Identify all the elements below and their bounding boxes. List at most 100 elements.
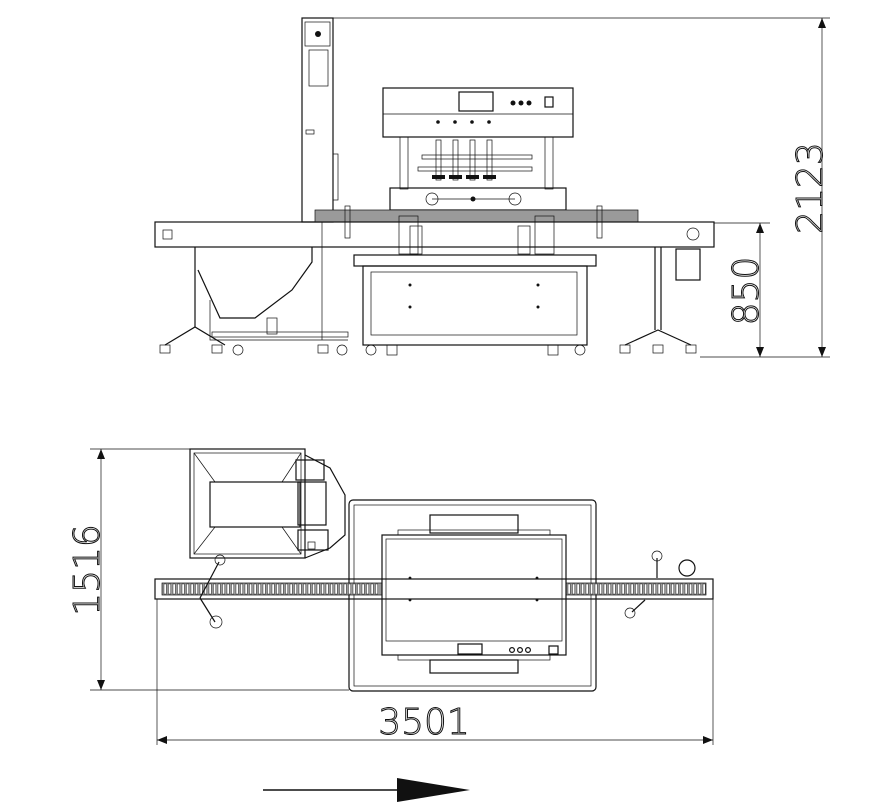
conveyor-slat <box>639 583 643 595</box>
conveyor-slat <box>671 583 674 595</box>
conveyor-slat <box>222 583 225 595</box>
conveyor-slat <box>666 583 670 595</box>
dim-overall-height: 2123 <box>790 142 831 234</box>
motor-top <box>678 559 696 577</box>
dim-overall-depth: 1516 <box>67 524 108 616</box>
conveyor-slat <box>657 583 661 595</box>
conveyor-slat <box>316 583 320 595</box>
conveyor-slat <box>684 583 688 595</box>
conveyor-slat <box>334 583 338 595</box>
conveyor-slat <box>190 583 194 595</box>
dimension-850: 850 <box>714 222 770 357</box>
conveyor-slat <box>680 583 683 595</box>
conveyor-slat <box>244 583 248 595</box>
conveyor-slat <box>366 583 369 595</box>
conveyor-slat <box>339 583 342 595</box>
conveyor-slat <box>213 583 216 595</box>
conveyor-slat <box>675 583 679 595</box>
conveyor-slat <box>253 583 257 595</box>
conveyor-slat <box>312 583 315 595</box>
conveyor-slat <box>662 583 665 595</box>
top-view: 1516 3501 <box>67 448 714 745</box>
conveyor-slat <box>361 583 365 595</box>
table-top-frame <box>348 499 597 692</box>
conveyor-slat <box>626 583 629 595</box>
conveyor-slat <box>217 583 221 595</box>
guide-arms <box>199 550 696 629</box>
conveyor-slat <box>258 583 261 595</box>
conveyor-slat <box>689 583 692 595</box>
conveyor-slat <box>330 583 333 595</box>
conveyor-slat <box>240 583 243 595</box>
conveyor-slat <box>289 583 293 595</box>
machine-table <box>353 254 597 356</box>
conveyor-slat <box>298 583 302 595</box>
power-switch-icon <box>544 96 554 108</box>
conveyor-slat <box>262 583 266 595</box>
conveyor-slat <box>186 583 189 595</box>
capping-spindles <box>432 139 496 181</box>
motor <box>675 248 701 281</box>
conveyor-slat <box>249 583 252 595</box>
conveyor-slat <box>698 583 701 595</box>
conveyor-slat <box>635 583 638 595</box>
conveyor-slat <box>599 583 602 595</box>
conveyor-front <box>154 205 715 255</box>
dim-conveyor-height: 850 <box>726 257 767 326</box>
conveyor-slat <box>271 583 275 595</box>
conveyor-slat <box>231 583 234 595</box>
conveyor-slat <box>630 583 634 595</box>
conveyor-slat <box>608 583 611 595</box>
conveyor-slat <box>276 583 279 595</box>
dimension-3501: 3501 <box>156 599 714 745</box>
conveyor-slat <box>648 583 652 595</box>
conveyor-slat <box>590 583 593 595</box>
conveyor-slat <box>370 583 374 595</box>
conveyor-slat <box>168 583 171 595</box>
conveyor-slat <box>235 583 239 595</box>
conveyor-slat <box>199 583 203 595</box>
conveyor-slat <box>352 583 356 595</box>
dimension-2123: 2123 <box>333 17 832 358</box>
conveyor-slat <box>576 583 580 595</box>
conveyor-slat <box>321 583 324 595</box>
conveyor-slat <box>348 583 351 595</box>
conveyor-slat <box>303 583 306 595</box>
conveyor-slat <box>603 583 607 595</box>
hopper-stand <box>159 247 349 356</box>
right-stand <box>619 247 701 354</box>
conveyor-slat <box>294 583 297 595</box>
conveyor-slat <box>585 583 589 595</box>
capping-machine-top <box>381 514 567 674</box>
touch-screen <box>458 91 494 112</box>
conveyor-slat <box>567 583 571 595</box>
conveyor-slat <box>195 583 198 595</box>
conveyor-top <box>154 578 714 600</box>
conveyor-slat <box>325 583 329 595</box>
conveyor-slat <box>653 583 656 595</box>
conveyor-slat <box>375 583 378 595</box>
conveyor-slat <box>280 583 284 595</box>
capping-head <box>382 87 574 211</box>
conveyor-slat <box>702 583 706 595</box>
conveyor-slat <box>644 583 647 595</box>
conveyor-slat <box>172 583 176 595</box>
flow-direction-arrow-icon <box>263 778 470 802</box>
conveyor-slat <box>181 583 185 595</box>
conveyor-slat <box>285 583 288 595</box>
conveyor-slat <box>693 583 697 595</box>
conveyor-slat <box>357 583 360 595</box>
conveyor-slat <box>343 583 347 595</box>
conveyor-slat <box>621 583 625 595</box>
conveyor-slat <box>177 583 180 595</box>
conveyor-slat <box>307 583 311 595</box>
hopper-top <box>189 448 346 559</box>
conveyor-slat <box>617 583 620 595</box>
conveyor-slat <box>208 583 212 595</box>
conveyor-slat <box>581 583 584 595</box>
front-view: 2123 850 <box>154 17 832 358</box>
cap-elevator-column <box>301 17 339 340</box>
dimension-1516: 1516 <box>67 448 349 691</box>
conveyor-slat <box>267 583 270 595</box>
